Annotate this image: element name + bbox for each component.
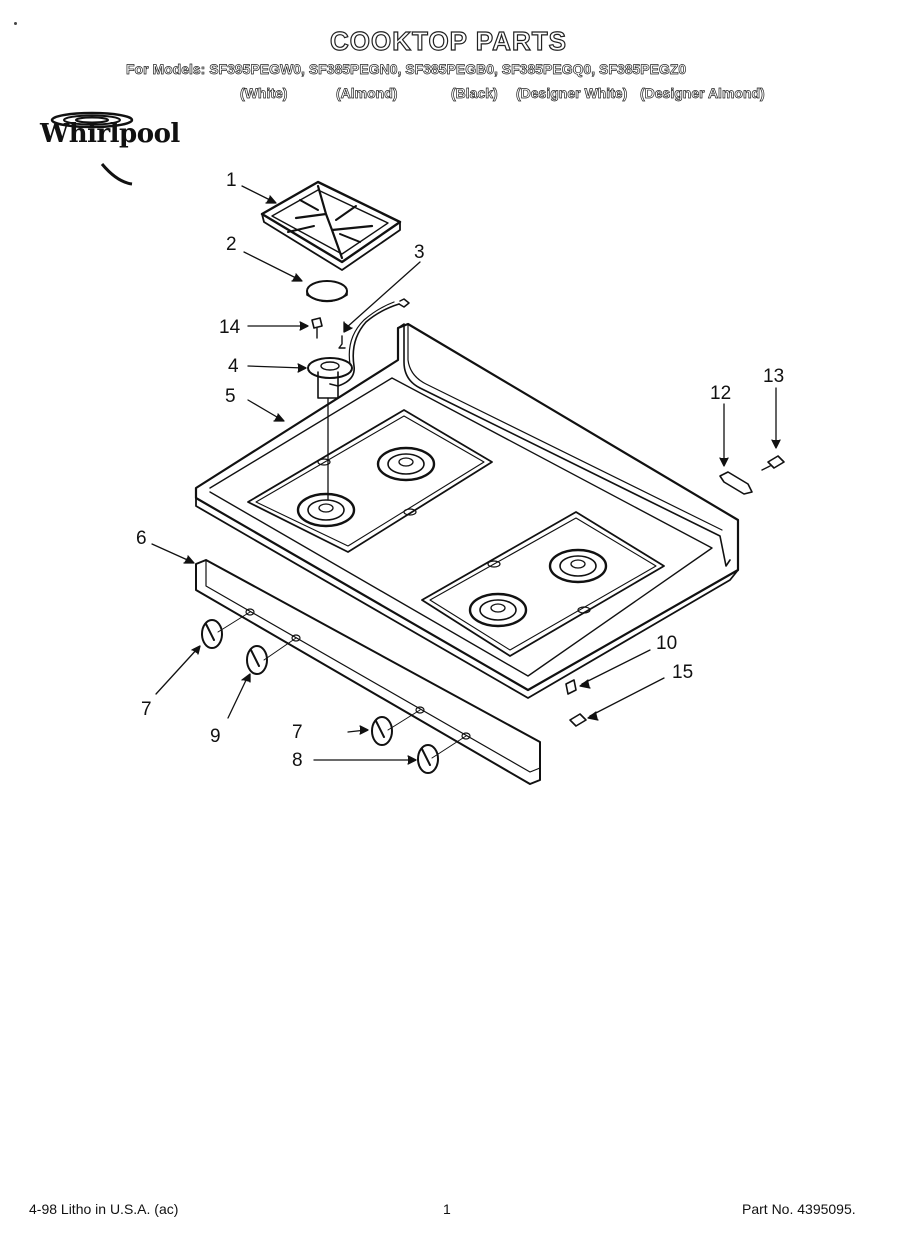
color-label-almond: (Almond) [336,85,398,102]
screw-part-13 [761,455,785,471]
screw-part-15 [569,713,587,727]
callout-9: 9 [210,726,221,747]
clip-part-10 [565,679,577,695]
left-burners [296,446,436,528]
leader-arrows [151,185,781,765]
callout-5: 5 [225,386,236,407]
callout-2: 2 [226,234,237,255]
burner-base-part [307,357,353,501]
footer-litho: 4-98 Litho in U.S.A. (ac) [29,1201,179,1217]
color-label-designer-white: (Designer White) [516,85,628,102]
igniter-wire-part [329,298,410,387]
callout-7-left: 7 [141,699,152,720]
burner-cap-part [306,280,348,303]
cooktop-exploded-diagram [151,180,785,785]
grate-part [260,180,402,271]
right-burners [468,548,608,628]
callout-6: 6 [136,528,147,549]
callout-8: 8 [292,750,303,771]
screw-part-14 [311,317,323,339]
bracket-part-12 [719,471,753,495]
whirlpool-logo [50,111,134,186]
color-label-black: (Black) [451,85,498,102]
footer-part-number: Part No. 4395095. [742,1201,856,1217]
color-label-designer-almond: (Designer Almond) [640,85,765,102]
whirlpool-logo-text: Whirlpool [40,119,180,149]
callout-10: 10 [656,633,678,654]
cooktop-body-part [194,322,740,699]
models-line: For Models: SF395PEGW0, SF385PEGN0, SF38… [126,61,687,78]
callout-1: 1 [226,170,237,191]
callout-12: 12 [710,383,732,404]
scan-speck [14,22,17,25]
callout-4: 4 [228,356,239,377]
callout-13: 13 [763,366,785,387]
page-title: COOKTOP PARTS [329,25,567,56]
callout-14: 14 [219,317,241,338]
callout-3: 3 [414,242,425,263]
control-panel-part [195,559,541,785]
callout-7-right: 7 [292,722,303,743]
color-label-white: (White) [240,85,288,102]
footer-page-number: 1 [443,1201,451,1217]
control-knobs [201,619,439,774]
callout-15: 15 [672,662,694,683]
